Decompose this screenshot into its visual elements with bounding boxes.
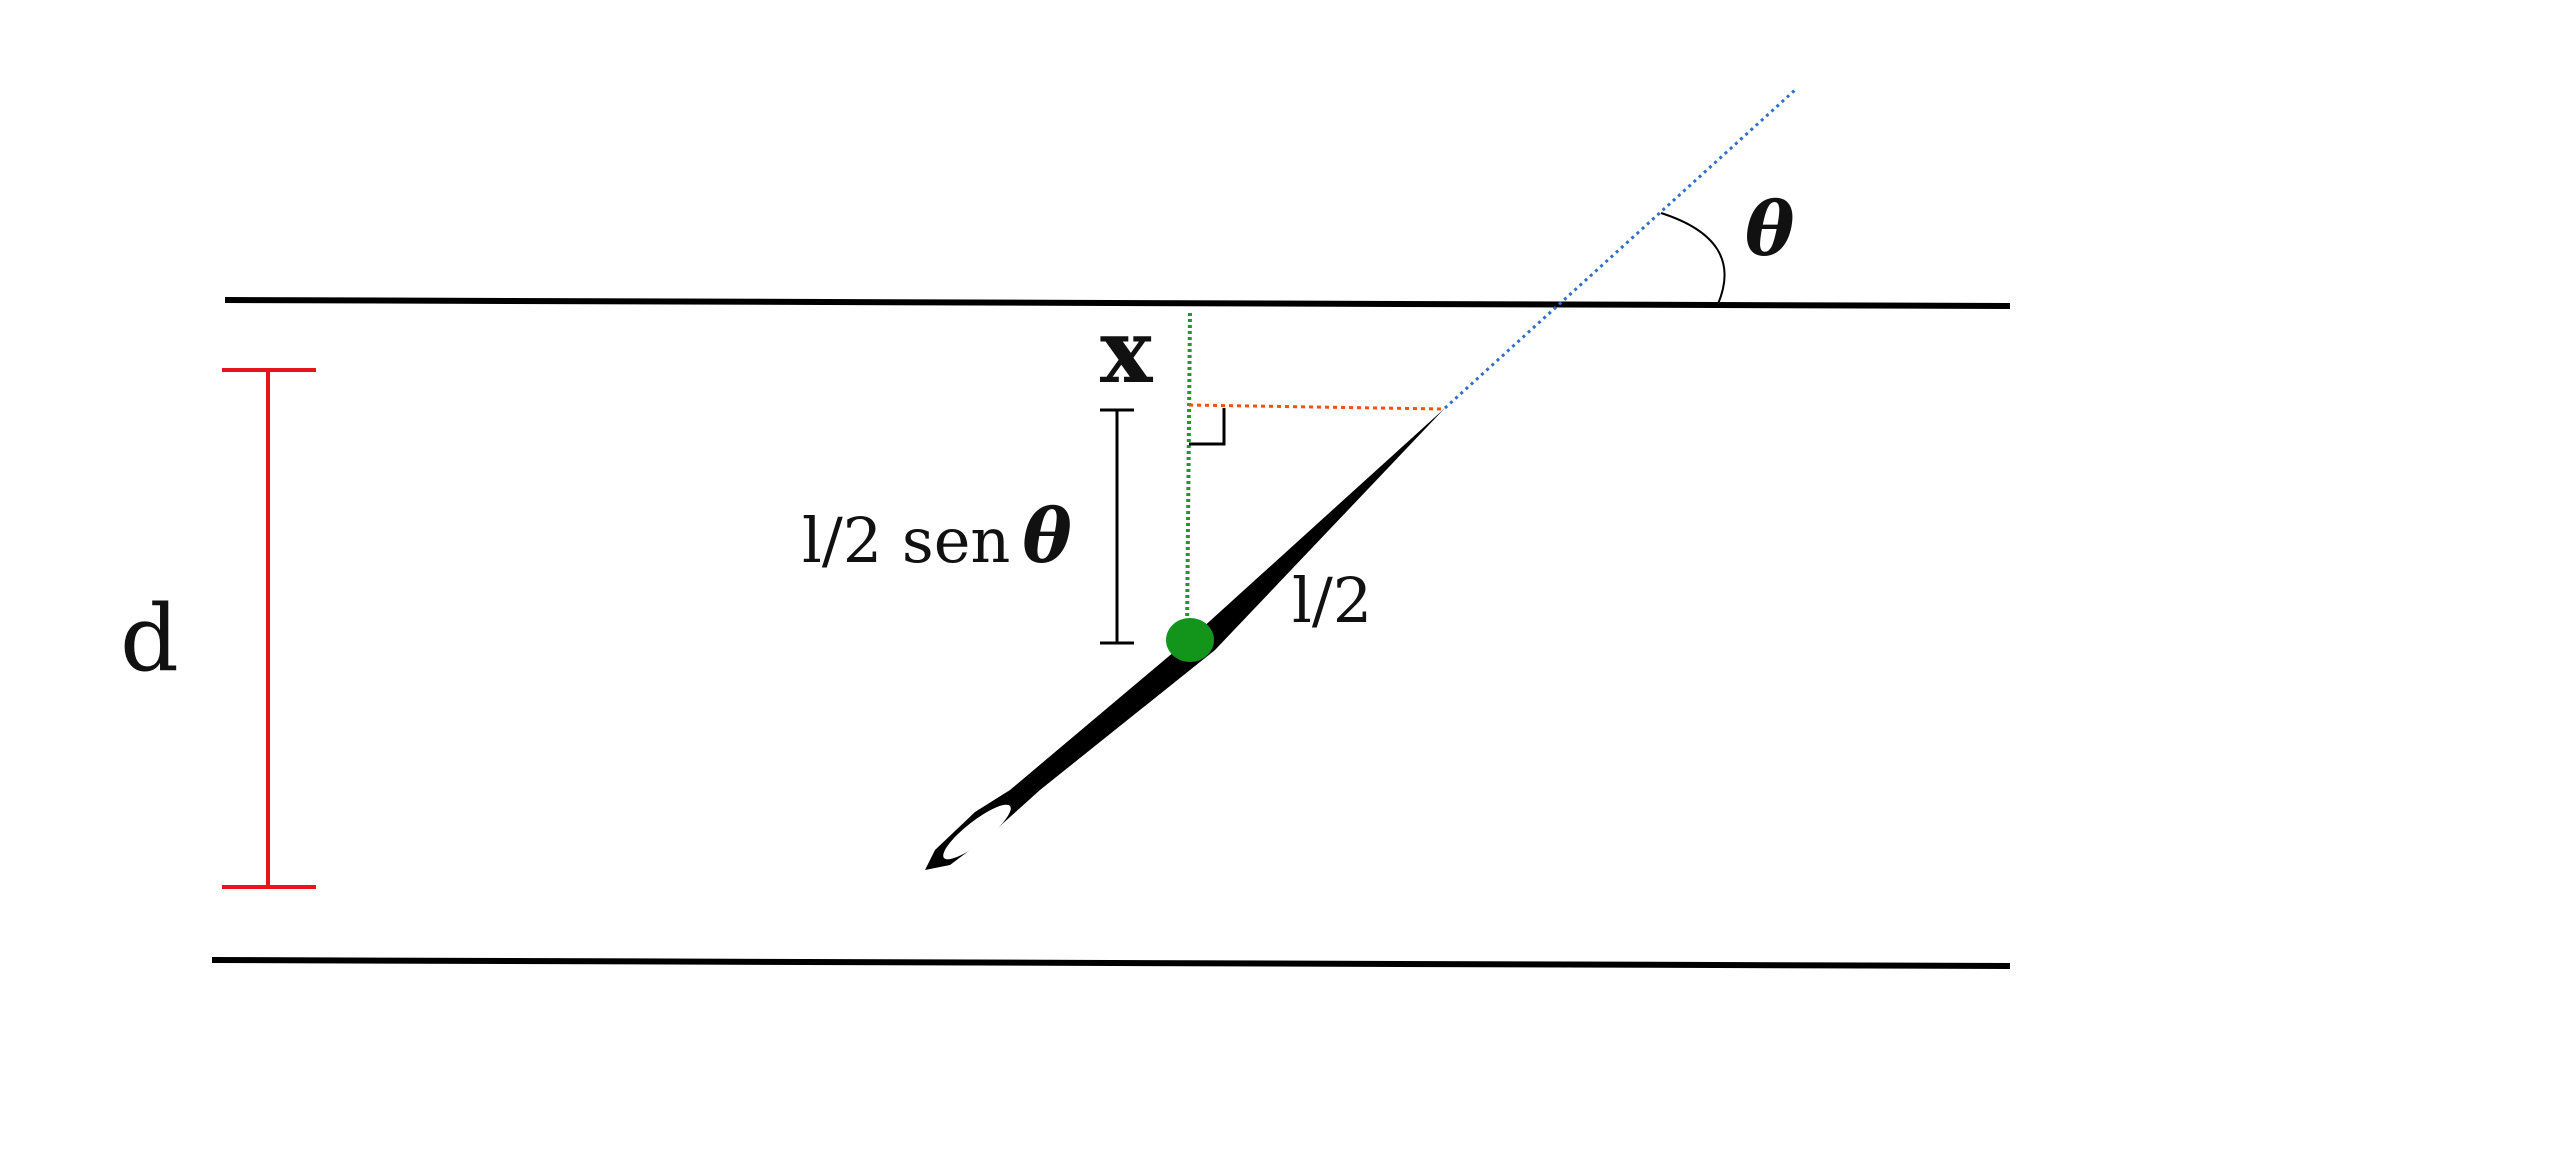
x-label: x [1100,299,1154,403]
bottom-parallel-line [211,957,2011,969]
vertical-guide-line [1185,312,1192,633]
needle-body [925,408,1445,870]
top-parallel-line [224,297,2011,309]
theta-label: θ [1745,187,1795,273]
half-sen-text: l/2 sen [802,504,1010,577]
half-length-label: l/2 [1292,564,1372,637]
half-sen-theta-symbol: θ [1022,494,1072,580]
angle-arc [1660,212,1726,305]
needle-center-point [1166,618,1214,662]
distance-label: d [120,585,179,692]
right-angle-marker [1189,408,1226,446]
needle-extension-line [1443,88,1797,410]
half-sen-theta-label: l/2 sen θ [802,494,1072,580]
height-bracket [1100,408,1134,645]
horizontal-guide-line [1188,403,1444,411]
needle-eye [943,804,1011,860]
distance-marker [222,368,316,889]
needle [925,408,1445,870]
